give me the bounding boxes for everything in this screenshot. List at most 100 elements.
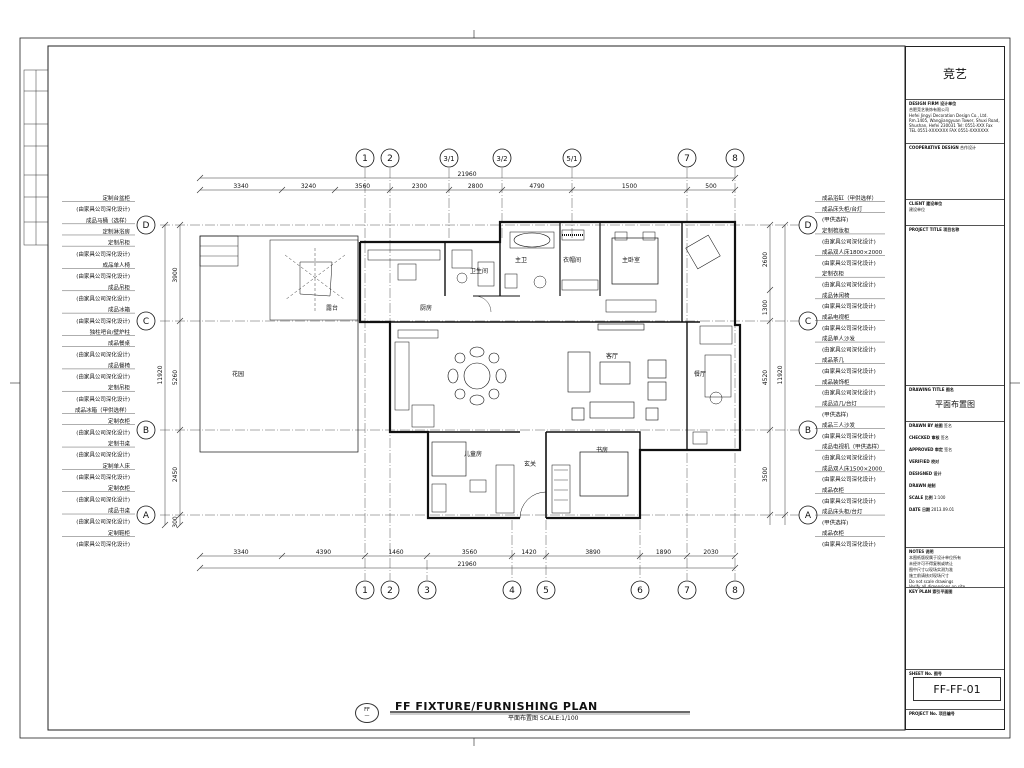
badge-bottom: — bbox=[364, 713, 370, 719]
sheet-no-section: SHEET No. 图号 bbox=[906, 669, 1004, 709]
axis-bubble-bottom-label: 1 bbox=[362, 586, 368, 596]
project-no-label: PROJECT No. 项目编号 bbox=[909, 711, 955, 716]
right-leader-text: (甲供选样) bbox=[822, 216, 848, 224]
note-line: 本图纸版权属于设计单位所有 bbox=[909, 555, 961, 560]
sig-row: DRAWN 绘制 bbox=[909, 483, 1001, 489]
room-dining: 餐厅 bbox=[694, 370, 706, 378]
left-leader-text: 成品马桶（选样） bbox=[86, 216, 130, 224]
right-leader-text: (由家具公司深化设计) bbox=[822, 281, 876, 289]
right-leader-text: (由家具公司深化设计) bbox=[822, 324, 876, 332]
outer-frame bbox=[19, 37, 1011, 739]
address-line-3: TEL 0551-XXXXXXX FAX 0551-XXXXXXX bbox=[909, 128, 989, 133]
project-section: PROJECT TITLE 项目名称 bbox=[906, 225, 1004, 385]
left-leader-text: 定制衣柜 bbox=[108, 417, 131, 425]
axis-bubble-top: 3/2 bbox=[492, 148, 512, 168]
axis-bubble-top-label: 5/1 bbox=[566, 155, 577, 163]
left-leader-text: (由家具公司深化设计) bbox=[76, 250, 130, 258]
axis-bubble-top-label: 8 bbox=[732, 154, 738, 164]
dim-top-segment: 4790 bbox=[529, 183, 544, 190]
dim-bottom-segment: 1420 bbox=[521, 549, 536, 556]
floor-plan bbox=[199, 220, 742, 520]
client-label: CLIENT 建设单位 bbox=[909, 201, 943, 206]
left-leader-text: 定制鞋柜 bbox=[108, 529, 131, 537]
right-leader-text: 成品衣柜 bbox=[822, 486, 845, 494]
axis-bubble-bottom: 4 bbox=[502, 580, 522, 600]
dim-bottom-segment: 1890 bbox=[656, 549, 671, 556]
dim-top-total: 21960 bbox=[457, 171, 476, 178]
right-leader-text: 成品双人床1800×2000 bbox=[822, 248, 883, 256]
sig-label: DRAWN 绘制 bbox=[909, 483, 936, 488]
dim-right-segment: 3500 bbox=[762, 467, 769, 482]
axis-bubble-left-label: A bbox=[143, 511, 150, 521]
sig-label: APPROVED 审定 bbox=[909, 447, 943, 452]
left-leader-text: 定制台盆柜 bbox=[102, 194, 130, 202]
left-leader-text: 成品餐桌 bbox=[108, 339, 131, 347]
axis-bubble-right: C bbox=[798, 311, 818, 331]
right-leader-text: 成品三人沙发 bbox=[822, 421, 856, 429]
right-leader-text: 成品电视柜 bbox=[822, 313, 850, 321]
left-leader-text: 定制吊柜 bbox=[108, 384, 131, 392]
left-leader-text: (由家具公司深化设计) bbox=[76, 205, 130, 213]
axis-bubble-top: 3/1 bbox=[439, 148, 459, 168]
master-bed bbox=[611, 237, 659, 285]
left-leader-text: 定制吊柜 bbox=[108, 239, 131, 247]
badge-top: FF bbox=[364, 707, 370, 713]
sheet-no-label: SHEET No. 图号 bbox=[909, 671, 942, 676]
drawing-title-section: DRAWING TITLE 图名 平面布置图 bbox=[906, 385, 1004, 421]
dim-left-segment: 300 bbox=[172, 516, 179, 528]
sig-value: 签名 bbox=[944, 447, 953, 452]
right-leader-text: 成品休闲椅 bbox=[822, 291, 850, 299]
drawing-title-sub: 平面布置图 SCALE:1/100 bbox=[508, 715, 579, 722]
sig-value: 2013.09.01 bbox=[931, 507, 955, 512]
axis-bubble-bottom: 5 bbox=[536, 580, 556, 600]
left-leader-text: 成品餐椅 bbox=[108, 361, 131, 369]
dim-bottom-segment: 3340 bbox=[233, 549, 248, 556]
right-leader-text: (由家具公司深化设计) bbox=[822, 454, 876, 462]
note-line: Do not scale drawings bbox=[909, 579, 954, 584]
firm-logo: 竞艺 bbox=[942, 66, 967, 81]
notes-section: NOTES 说明 本图纸版权属于设计单位所有 未经许可不得复制或转让 图中尺寸以… bbox=[906, 547, 1004, 589]
axis-bubble-bottom-label: 6 bbox=[637, 586, 643, 596]
drawing-title: FF — FF FIXTURE/FURNISHING PLAN 平面布置图 SC… bbox=[355, 700, 655, 726]
axis-bubble-top-label: 1 bbox=[362, 154, 368, 164]
sig-value: 1:100 bbox=[933, 495, 946, 500]
room-master-bed: 主卧室 bbox=[622, 256, 640, 264]
axis-bubble-top-label: 7 bbox=[684, 154, 690, 164]
sig-label: SCALE 比例 bbox=[909, 495, 933, 500]
room-kids: 儿童房 bbox=[464, 450, 482, 458]
left-leader-text: 独柱吧台/壁炉柱 bbox=[90, 328, 131, 336]
sig-label: VERIFIED 校对 bbox=[909, 459, 940, 464]
sheet-code: FF-FF-01 bbox=[913, 677, 1001, 701]
key-plan-label: KEY PLAN 索引平面图 bbox=[909, 589, 953, 594]
right-leader-text: 成品床头柜/台灯 bbox=[822, 508, 863, 516]
dim-right-segment: 2600 bbox=[762, 252, 769, 267]
right-leader-text: 成品床头柜/台灯 bbox=[822, 205, 863, 213]
dim-bottom-total: 21960 bbox=[457, 561, 476, 568]
exterior-wall-upper bbox=[360, 220, 742, 452]
axis-bubble-left-label: C bbox=[143, 317, 149, 327]
axis-bubble-top: 7 bbox=[677, 148, 697, 168]
axis-bubble-right-label: C bbox=[805, 317, 811, 327]
note-line: 未经许可不得复制或转让 bbox=[909, 561, 953, 566]
room-garden: 花园 bbox=[232, 370, 244, 378]
cooperation-label: COOPERATIVE DESIGN bbox=[909, 145, 959, 150]
note-line: 施工前请核对现场尺寸 bbox=[909, 573, 949, 578]
sig-row: DRAWN BY 绘图 签名 bbox=[909, 423, 1001, 429]
address-line-1: Rm.1405, Wangjiangyuan Tower, Shuxi Road… bbox=[909, 118, 1000, 123]
project-no-section: PROJECT No. 项目编号 bbox=[906, 709, 1004, 729]
room-guest-bath: 卫生间 bbox=[470, 267, 488, 275]
signature-section: DRAWN BY 绘图 签名 CHECKED 审核 签名 APPROVED 审定… bbox=[906, 421, 1004, 547]
dim-left-segment: 3900 bbox=[172, 267, 179, 282]
dim-right-total: 11920 bbox=[777, 365, 784, 384]
left-leader-labels: 定制台盆柜(由家具公司深化设计)成品马桶（选样）定制淋浴房定制吊柜(由家具公司深… bbox=[62, 194, 135, 548]
cooperation-value: 合作设计 bbox=[960, 145, 977, 150]
exterior-wall-lower bbox=[358, 242, 520, 520]
axis-bubble-bottom-label: 2 bbox=[387, 586, 393, 596]
left-leader-text: 定制书桌 bbox=[108, 440, 131, 448]
sig-value: 签名 bbox=[940, 435, 949, 440]
room-kitchen: 厨房 bbox=[420, 304, 432, 312]
right-leader-text: (由家具公司深化设计) bbox=[822, 432, 876, 440]
dim-bottom-segment: 2030 bbox=[703, 549, 718, 556]
